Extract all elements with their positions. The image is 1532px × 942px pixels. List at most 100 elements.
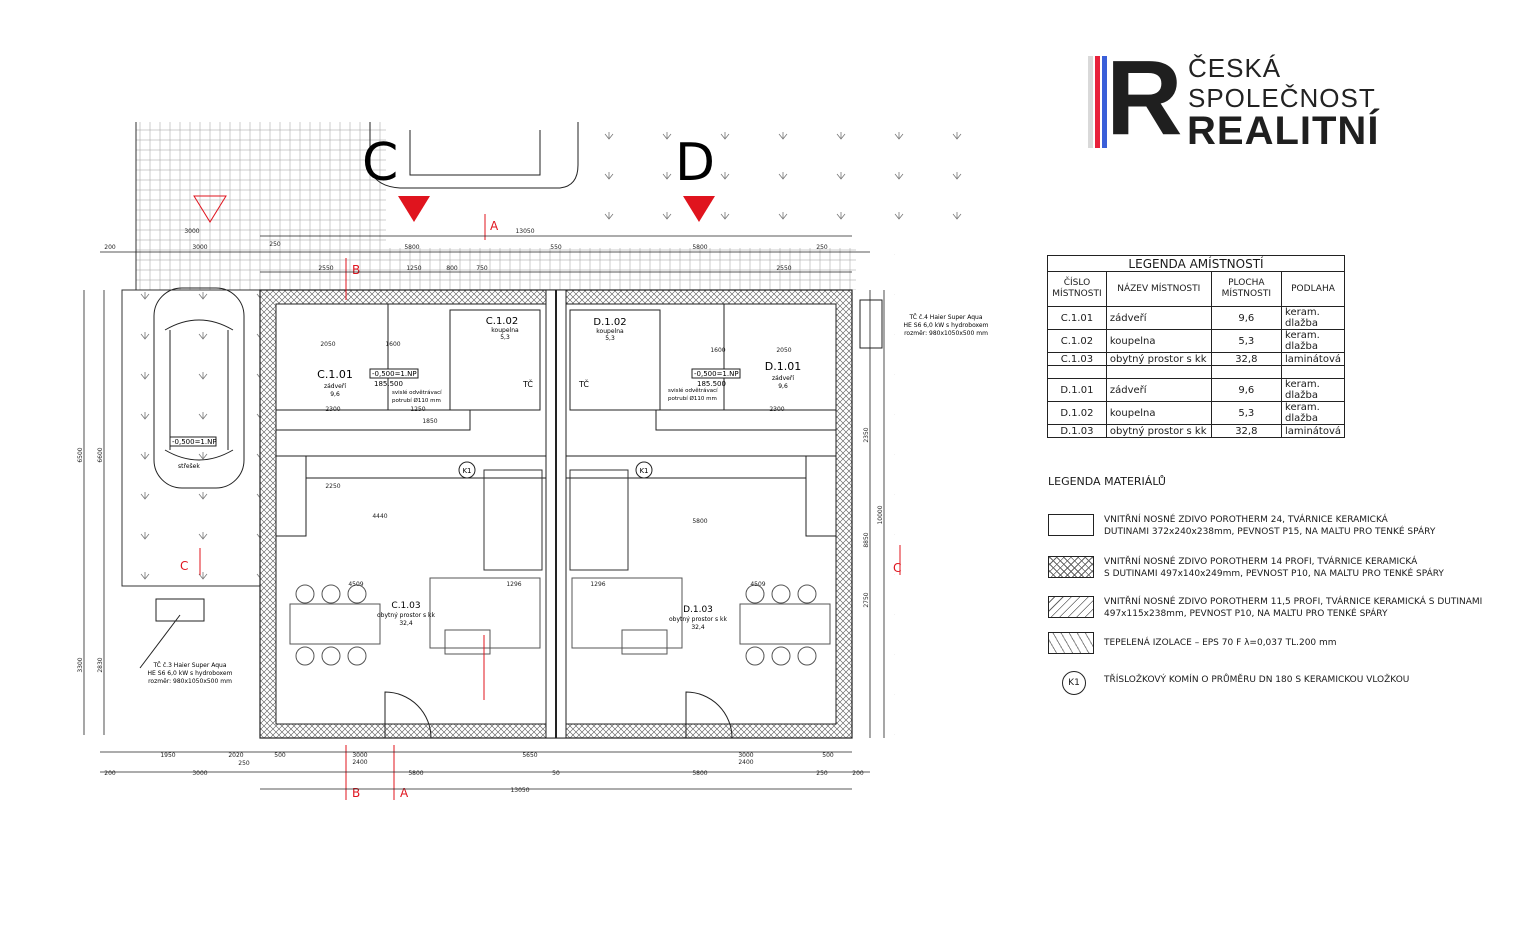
svg-text:K1: K1 (639, 467, 648, 475)
room-name-d101: zádveří (772, 375, 794, 382)
logo-line-3: REALITNÍ (1187, 109, 1380, 153)
dim: 13050 (510, 787, 529, 794)
parking-note: střešek (178, 463, 200, 470)
dim: 1296 (506, 581, 521, 588)
svg-text:K1: K1 (462, 467, 471, 475)
svg-text:C: C (893, 561, 901, 575)
dim: 2300 (325, 406, 340, 413)
col-header: PODLAHA (1281, 271, 1345, 307)
level-c: -0,500=1.NP (372, 370, 417, 378)
paving-strip (386, 248, 856, 290)
dim: 2550 (776, 265, 791, 272)
dim: 4509 (348, 581, 363, 588)
chimney-d: K1 (635, 461, 653, 479)
dim: 2750 (863, 592, 870, 607)
dim: 5800 (692, 770, 707, 777)
dim: 6500 (77, 447, 84, 462)
room-area-d103: 32,4 (691, 624, 705, 631)
room-name-c101: zádveří (324, 383, 346, 390)
dim: 2300 (769, 406, 784, 413)
room-legend-table: LEGENDA AMÍSTNOSTÍ ČÍSLO MÍSTNOSTI NÁZEV… (1047, 255, 1345, 438)
svg-text:rozměr: 980x1050x500 mm: rozměr: 980x1050x500 mm (148, 678, 232, 685)
room-id-c101: C.1.01 (317, 368, 353, 381)
col-header: PLOCHA MÍSTNOSTI (1210, 271, 1283, 307)
chimney-c: K1 (458, 461, 476, 479)
dim: 3000 (192, 770, 207, 777)
svg-text:rozměr: 980x1050x500 mm: rozměr: 980x1050x500 mm (904, 330, 988, 337)
unit-label-d: D (675, 133, 715, 193)
material-legend-title: LEGENDA MATERIÁLŮ (1048, 475, 1166, 488)
tc-label-c: TČ (522, 378, 533, 389)
vent-note-d-2: potrubí Ø110 mm (668, 395, 717, 402)
dim: 750 (476, 265, 488, 272)
col-header: NÁZEV MÍSTNOSTI (1105, 271, 1212, 307)
svg-text:HE S6 6,0 kW s hydroboxem: HE S6 6,0 kW s hydroboxem (148, 670, 233, 677)
dim: 3000 (352, 752, 367, 759)
level-c-abs: 185.500 (374, 380, 403, 388)
dim: 10000 (877, 505, 884, 524)
dim: 1296 (590, 581, 605, 588)
dim: 200 (104, 244, 116, 251)
level-d-abs: 185.500 (697, 380, 726, 388)
svg-text:A: A (400, 786, 409, 800)
dim: 3000 (192, 244, 207, 251)
dim: 3000 (184, 228, 199, 235)
room-id-c103: C.1.03 (391, 601, 420, 611)
room-name-c103: obytný prostor s kk (377, 612, 435, 619)
swatch-plain (1048, 514, 1094, 536)
level-d: -0,500=1.NP (694, 370, 739, 378)
entrance-marker-c (398, 196, 430, 222)
level-parking: -0,500=1.NP (172, 438, 217, 446)
svg-text:C: C (180, 559, 188, 573)
dim: 2350 (863, 427, 870, 442)
dimension-lines (83, 235, 885, 790)
swatch-diagonal (1048, 596, 1094, 618)
logo-line-1: ČESKÁ (1188, 53, 1282, 83)
dim: 5800 (408, 770, 423, 777)
floor-plan: C D (77, 122, 1010, 800)
dim: 800 (446, 265, 458, 272)
room-id-d102: D.1.02 (593, 317, 626, 328)
dim: 1250 (406, 265, 421, 272)
dim: 4440 (372, 513, 387, 520)
lawn-area (580, 122, 1010, 242)
paving-top-left (136, 122, 386, 290)
room-name-c102: koupelna (491, 327, 519, 334)
room-id-d103: D.1.03 (683, 605, 713, 615)
dim: 3300 (77, 657, 84, 672)
col-header: ČÍSLO MÍSTNOSTI (1047, 271, 1107, 307)
swatch-crosshatch (1048, 556, 1094, 578)
tc-label-d: TČ (578, 378, 589, 389)
chimney-symbol: K1 (1062, 671, 1086, 695)
dim: 1250 (410, 406, 425, 413)
heat-pump-4: TČ č.4 Haier Super Aqua HE S6 6,0 kW s h… (859, 299, 989, 349)
unit-label-c: C (362, 133, 398, 193)
room-id-c102: C.1.02 (486, 316, 518, 327)
dim: 5650 (522, 752, 537, 759)
entrance-marker-parking (193, 195, 227, 223)
room-id-d101: D.1.01 (765, 360, 801, 373)
dim: 2250 (325, 483, 340, 490)
dim: 2830 (97, 657, 104, 672)
company-logo: R ČESKÁ SPOLEČNOST REALITNÍ (1088, 45, 1398, 153)
dim: 200 (852, 770, 864, 777)
car-left (153, 287, 245, 489)
dim: 3000 (738, 752, 753, 759)
vent-note-c-2: potrubí Ø110 mm (392, 397, 441, 404)
logo-line-2: SPOLEČNOST (1188, 83, 1376, 113)
room-area-c103: 32,4 (399, 620, 413, 627)
dim: 2400 (738, 759, 753, 766)
room-name-d102: koupelna (596, 328, 624, 335)
dim: 2050 (320, 341, 335, 348)
room-area-d102: 5,3 (605, 335, 615, 342)
svg-text:B: B (352, 786, 360, 800)
svg-text:TČ č.4 Haier Super Aqua: TČ č.4 Haier Super Aqua (908, 314, 982, 321)
svg-text:HE S6 6,0 kW s hydroboxem: HE S6 6,0 kW s hydroboxem (904, 322, 989, 329)
svg-text:A: A (490, 219, 499, 233)
dim: 2550 (318, 265, 333, 272)
dim: 50 (552, 770, 560, 777)
